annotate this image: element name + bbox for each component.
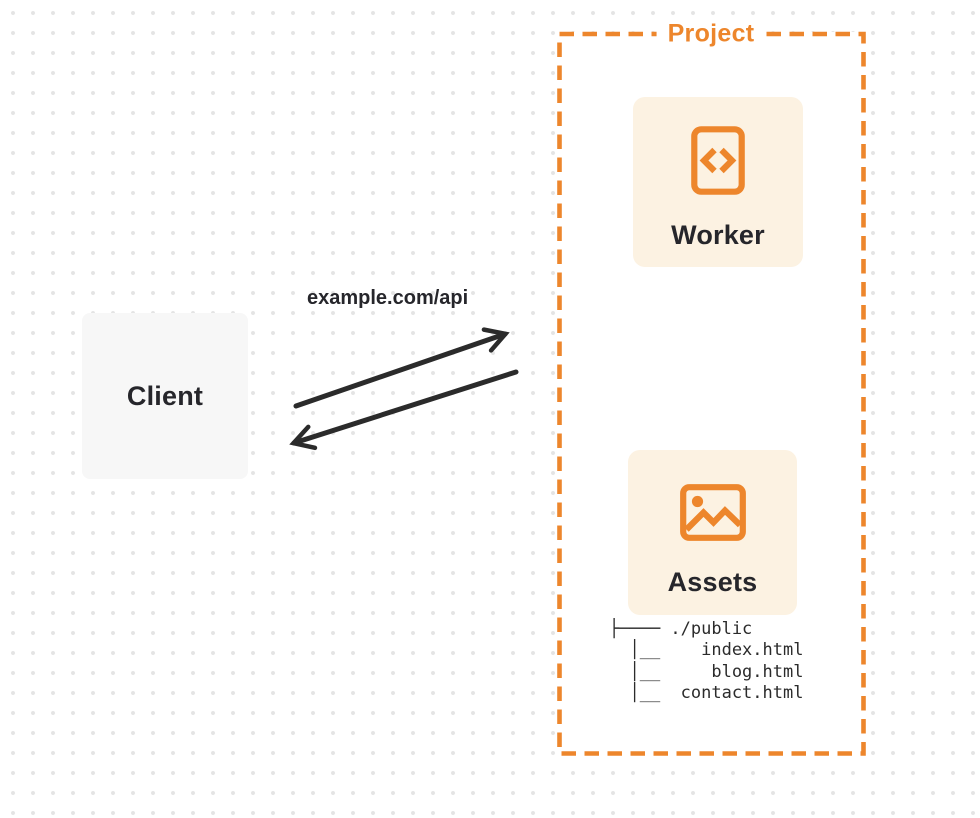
file-tree-item-blog: │__ blog.html: [609, 661, 804, 682]
client-label: Client: [126, 380, 204, 411]
file-tree-root: ├──── ./public: [609, 619, 753, 639]
worker-node: Worker: [633, 97, 803, 267]
image-icon: [679, 484, 746, 541]
file-tree-item-index: │__ index.html: [609, 640, 804, 661]
response-arrow: [289, 369, 519, 451]
file-tree-item-contact: │__ contact.html: [609, 682, 804, 703]
assets-file-tree: ├──── ./public │__ index.html │__ blog.h…: [609, 619, 803, 704]
request-url-label: example.com/api: [307, 287, 469, 309]
assets-node: Assets: [628, 450, 797, 615]
assets-label: Assets: [667, 567, 758, 597]
client-node: Client: [82, 313, 248, 479]
project-label: Project: [656, 18, 766, 50]
code-file-icon: [691, 126, 745, 195]
request-arrow: [293, 327, 510, 409]
worker-label: Worker: [671, 220, 765, 250]
